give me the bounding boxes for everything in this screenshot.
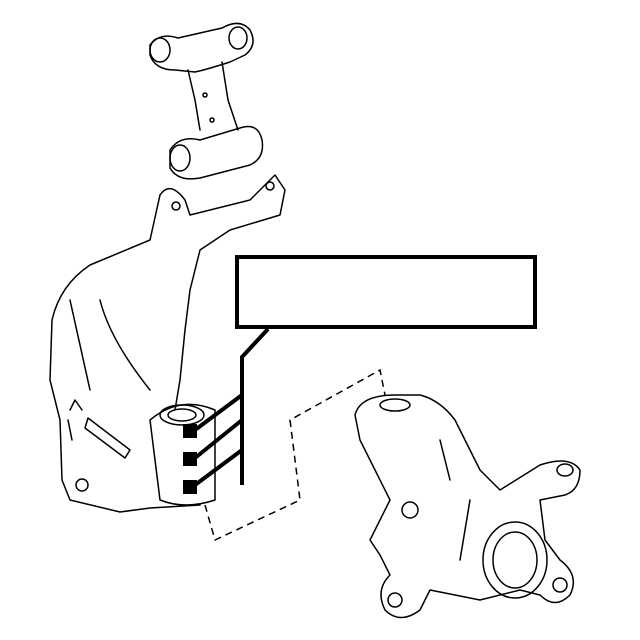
upper-link bbox=[149, 22, 264, 180]
steering-knuckle bbox=[354, 394, 581, 619]
marker-3 bbox=[183, 480, 197, 494]
assembly-outline bbox=[204, 368, 386, 542]
callout-box bbox=[235, 255, 537, 329]
marker-2 bbox=[183, 452, 197, 466]
callout bbox=[183, 255, 537, 494]
lower-arm bbox=[49, 174, 286, 513]
marker-1 bbox=[183, 424, 197, 438]
